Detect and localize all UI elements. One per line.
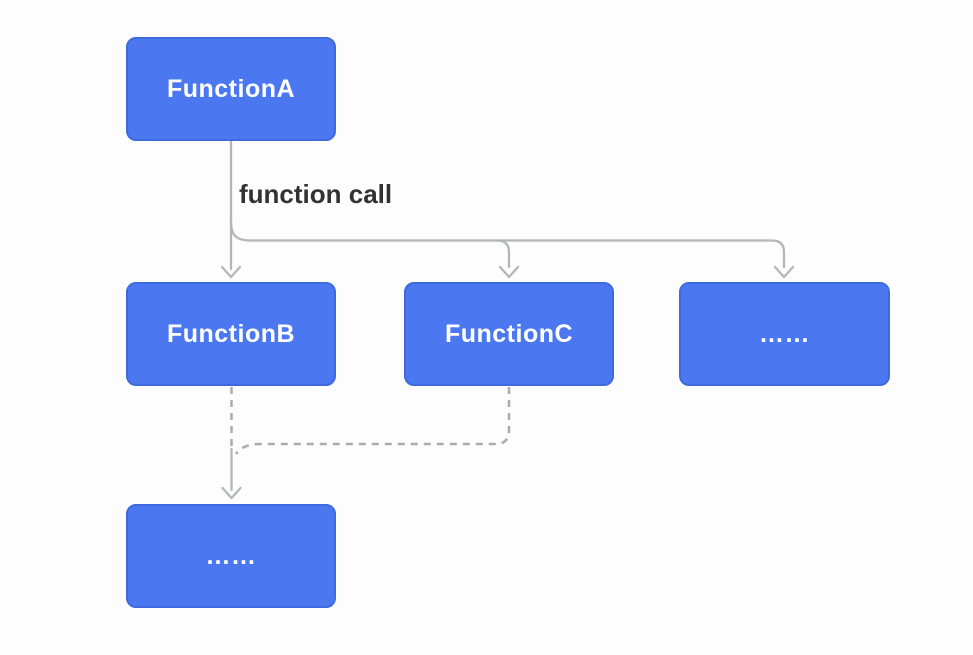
edge-c-dashed-merge (234, 387, 511, 455)
node-function-a-label: FunctionA (166, 74, 296, 103)
node-more-descendants-label: …… (205, 541, 257, 570)
node-more-descendants: …… (126, 504, 336, 608)
node-function-c-label: FunctionC (444, 319, 574, 348)
edge-label-function-call: function call (239, 179, 393, 209)
node-function-b-label: FunctionB (166, 319, 296, 348)
node-function-b: FunctionB (126, 282, 336, 386)
node-function-a: FunctionA (126, 37, 336, 141)
node-more-callees: …… (679, 282, 890, 386)
edge-a-branch-to-more (229, 220, 786, 269)
node-more-callees-label: …… (759, 319, 810, 348)
arrowhead-more-icon (773, 265, 795, 279)
arrowhead-b-icon (220, 265, 242, 279)
node-function-c: FunctionC (404, 282, 614, 386)
arrowhead-bottom-icon (221, 486, 242, 500)
edge-a-to-c-drop (495, 239, 511, 269)
arrowhead-c-icon (498, 265, 520, 279)
